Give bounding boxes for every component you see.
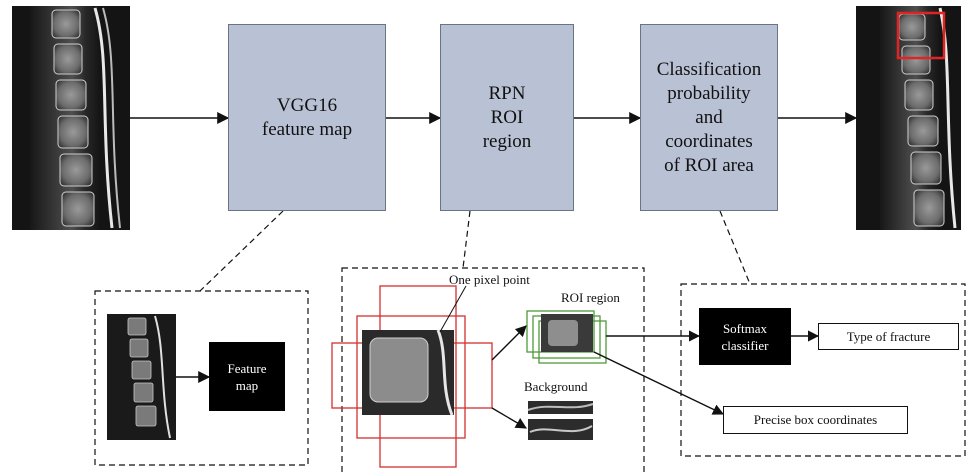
- connector-classification-detail: [719, 210, 751, 285]
- ct-crop-image: [362, 329, 454, 416]
- feature-map-box: Feature map: [209, 342, 285, 411]
- connector-rpn-detail: [462, 210, 471, 269]
- roi-region-label: ROI region: [561, 290, 620, 305]
- output-detail-panel: [680, 283, 966, 457]
- feature-detail-panel: [94, 290, 309, 466]
- background-label: Background: [524, 379, 588, 394]
- background-crops: [527, 401, 594, 440]
- connector-vgg16-detail: [199, 210, 284, 292]
- output-ct-image: [856, 6, 961, 230]
- vgg16-feature-map-box: VGG16 feature map: [228, 24, 386, 211]
- feature-input-image: [107, 314, 176, 440]
- roi-region-stack: [526, 310, 607, 364]
- rpn-detail-panel: [341, 267, 645, 475]
- detection-box: [896, 11, 946, 60]
- type-of-fracture-box: Type of fracture: [818, 323, 959, 350]
- input-ct-image: [12, 6, 130, 230]
- one-pixel-point-label: One pixel point: [449, 272, 530, 287]
- arrow-to-roi: [491, 325, 527, 361]
- precise-box-coordinates-box: Precise box coordinates: [723, 406, 908, 434]
- arrow-to-background: [491, 407, 527, 429]
- rpn-roi-region-box: RPN ROI region: [440, 24, 574, 211]
- arrow-roi-to-coordinates: [593, 351, 725, 415]
- softmax-classifier-box: Softmax classifier: [699, 308, 791, 365]
- classification-box: Classification probability and coordinat…: [640, 24, 778, 211]
- one-pixel-point-pointer: [439, 285, 467, 333]
